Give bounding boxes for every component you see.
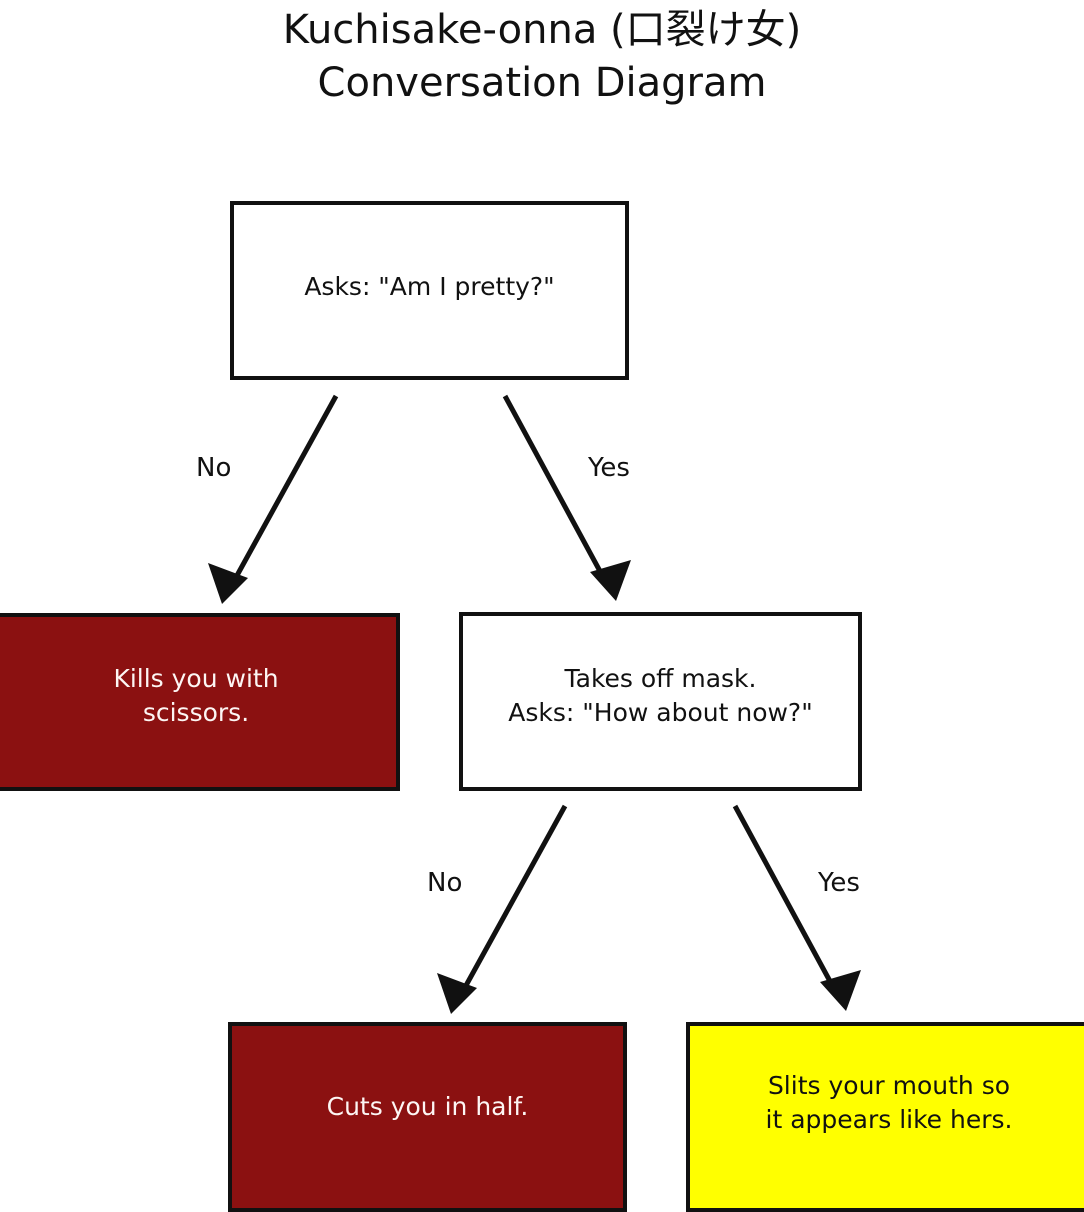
page-title: Kuchisake-onna (口裂け女) Conversation Diagr…: [0, 4, 1084, 110]
node-kills-you-with-scissors[interactable]: Kills you with scissors.: [0, 613, 400, 791]
edge-label-root-no: No: [196, 453, 232, 483]
title-line-1: Kuchisake-onna (口裂け女): [282, 7, 802, 53]
edge-label-mask-yes: Yes: [818, 868, 860, 898]
edge-root-yes: [502, 394, 631, 601]
node-takes-off-mask[interactable]: Takes off mask. Asks: "How about now?": [459, 612, 862, 791]
node-root-label: Asks: "Am I pretty?": [304, 271, 555, 301]
edge-root-no: [208, 394, 339, 604]
edge-label-mask-no: No: [427, 868, 463, 898]
edge-mask-yes: [732, 804, 861, 1011]
node-asks-am-i-pretty[interactable]: Asks: "Am I pretty?": [230, 201, 629, 380]
node-kills-label: Kills you with scissors.: [113, 664, 279, 727]
edge-mask-no: [437, 804, 568, 1014]
node-cuts-you-in-half[interactable]: Cuts you in half.: [228, 1022, 627, 1212]
title-line-2: Conversation Diagram: [317, 60, 767, 106]
node-mask-label: Takes off mask. Asks: "How about now?": [508, 663, 813, 727]
node-slits-your-mouth[interactable]: Slits your mouth so it appears like hers…: [686, 1022, 1084, 1212]
edge-label-root-yes: Yes: [588, 453, 630, 483]
node-cuts-label: Cuts you in half.: [326, 1092, 529, 1121]
node-slits-label: Slits your mouth so it appears like hers…: [765, 1071, 1013, 1134]
